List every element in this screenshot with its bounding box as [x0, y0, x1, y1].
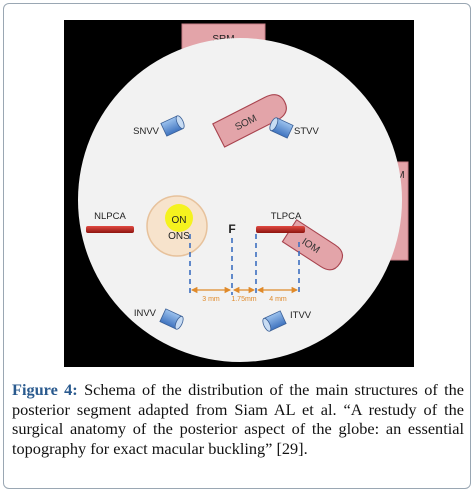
- figure-caption: Figure 4: Schema of the distribution of …: [12, 380, 464, 458]
- distance-label-4mm: 4 mm: [269, 296, 287, 303]
- itvv-label: ITVV: [290, 310, 312, 321]
- distance-label-3mm: 3 mm: [202, 296, 220, 303]
- ons-label: ONS: [168, 231, 190, 242]
- vortex-vein-itvv: [262, 310, 287, 332]
- optic-nerve: [165, 204, 193, 232]
- on-label: ON: [172, 215, 187, 226]
- measurement-guides: [189, 234, 300, 295]
- globe: [78, 38, 402, 362]
- snvv-label: SNVV: [133, 126, 160, 137]
- caption-text: Schema of the distribution of the main s…: [12, 380, 464, 458]
- stvv-label: STVV: [294, 126, 319, 137]
- tlpca-label: TLPCA: [271, 211, 302, 222]
- nlpca-label: NLPCA: [94, 211, 126, 222]
- fovea-label: F: [228, 222, 235, 236]
- nasal-long-posterior-ciliary-artery: [86, 226, 134, 233]
- superior-oblique-muscle: SOM: [212, 94, 287, 148]
- caption-label: Figure 4:: [12, 380, 78, 399]
- vortex-vein-snvv: [160, 115, 185, 137]
- distance-label-1-75mm: 1.75mm: [231, 296, 256, 303]
- temporal-long-posterior-ciliary-artery: [256, 226, 305, 233]
- posterior-segment-diagram: SRM LRM SOM IOM SNVV STVV INVV ITVV NLPC…: [64, 20, 414, 367]
- invv-label: INVV: [134, 308, 157, 319]
- vortex-vein-stvv: [269, 117, 294, 139]
- vortex-vein-invv: [159, 308, 184, 330]
